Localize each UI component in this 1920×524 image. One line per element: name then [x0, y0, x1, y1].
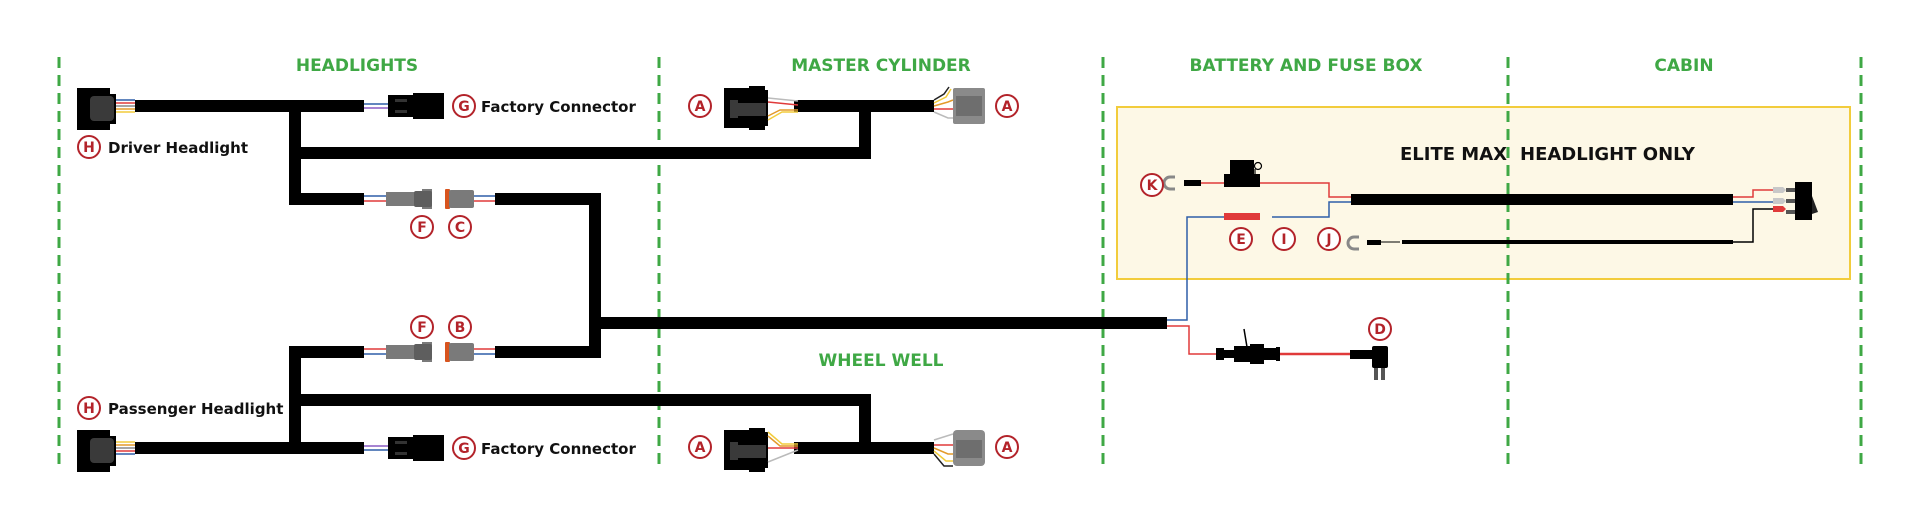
svg-text:A: A — [1002, 440, 1013, 456]
badge-g-top: G — [452, 94, 476, 118]
svg-text:K: K — [1147, 178, 1159, 194]
badge-k: K — [1140, 173, 1164, 197]
svg-text:I: I — [1281, 232, 1286, 248]
svg-text:A: A — [1002, 99, 1013, 115]
svg-text:A: A — [695, 99, 706, 115]
main-harness — [135, 100, 1167, 454]
master-cylinder-right-connector-icon — [933, 86, 985, 124]
badge-a-ww-right: A — [995, 435, 1019, 459]
ground-wire-j — [1346, 208, 1773, 251]
zone-title-master-cylinder: MASTER CYLINDER — [791, 56, 971, 76]
badge-h-passenger: H — [77, 396, 101, 420]
badge-d: D — [1368, 317, 1392, 341]
svg-text:H: H — [83, 401, 95, 417]
connector-c-icon — [445, 189, 495, 209]
badge-f-top: F — [410, 215, 434, 239]
badge-b: B — [448, 315, 472, 339]
kit-title-headlight-only: HEADLIGHT ONLY — [1520, 144, 1696, 165]
driver-headlight-connector-icon — [77, 88, 135, 130]
svg-text:B: B — [455, 320, 466, 336]
factory-connector-top-label: Factory Connector — [481, 98, 636, 116]
zone-title-battery-fuse-box: BATTERY AND FUSE BOX — [1190, 56, 1423, 76]
passenger-headlight-label: Passenger Headlight — [108, 400, 283, 418]
badge-a-mc-right: A — [995, 94, 1019, 118]
badge-g-bottom: G — [452, 436, 476, 460]
connector-b-icon — [445, 342, 495, 362]
switch-wires — [1733, 189, 1773, 203]
wheel-well-right-connector-icon — [933, 430, 985, 467]
svg-text:F: F — [417, 320, 427, 336]
ring-terminal-k-icon — [1162, 175, 1201, 191]
connector-f-top-icon — [364, 189, 432, 209]
svg-text:C: C — [455, 220, 465, 236]
svg-text:F: F — [417, 220, 427, 236]
factory-connector-top-icon — [364, 93, 444, 119]
wheel-well-left-connector-icon — [724, 428, 799, 472]
badge-j: J — [1317, 227, 1341, 251]
svg-text:G: G — [458, 441, 470, 457]
battery-wiring — [1167, 182, 1351, 355]
driver-headlight-label: Driver Headlight — [108, 139, 248, 157]
badge-a-mc-left: A — [688, 94, 712, 118]
svg-text:G: G — [458, 99, 470, 115]
svg-text:J: J — [1325, 232, 1331, 248]
badge-a-ww-left: A — [688, 435, 712, 459]
connector-f-bottom-icon — [364, 342, 432, 362]
factory-connector-bottom-label: Factory Connector — [481, 440, 636, 458]
svg-text:H: H — [83, 140, 95, 156]
badge-i: I — [1272, 227, 1296, 251]
master-cylinder-left-connector-icon — [724, 86, 799, 130]
heat-shrink-e-icon — [1224, 213, 1260, 220]
svg-text:E: E — [1236, 232, 1246, 248]
zone-title-headlights: HEADLIGHTS — [296, 56, 418, 76]
badge-c: C — [448, 215, 472, 239]
badge-h-driver: H — [77, 135, 101, 159]
passenger-headlight-connector-icon — [77, 430, 135, 472]
svg-text:A: A — [695, 440, 706, 456]
svg-text:D: D — [1374, 322, 1386, 338]
badge-f-bottom: F — [410, 315, 434, 339]
relay-harness — [1351, 194, 1733, 205]
kit-title-elite-max: ELITE MAX — [1400, 144, 1507, 165]
inline-fuse-holder-icon — [1224, 160, 1263, 187]
rocker-switch-icon — [1773, 182, 1818, 220]
zone-title-cabin: CABIN — [1654, 56, 1713, 76]
factory-connector-bottom-icon — [364, 435, 444, 461]
add-a-fuse-d-icon — [1216, 328, 1388, 380]
zone-title-wheel-well: WHEEL WELL — [819, 351, 944, 371]
badge-e: E — [1229, 227, 1253, 251]
kit-box — [1116, 106, 1851, 280]
